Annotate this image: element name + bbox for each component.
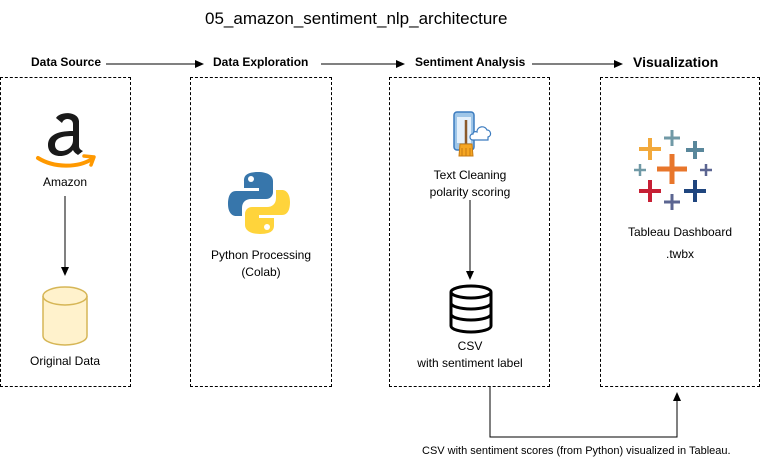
stage-box-data-exploration [190,77,332,387]
stage-box-sentiment-analysis [389,77,550,387]
stage-box-visualization [600,77,760,387]
tableau-line1: Tableau Dashboard [627,225,733,239]
tableau-line2: .twbx [665,247,694,261]
tableau-label: Tableau Dashboard .twbx [610,224,750,263]
csv-label: CSV with sentiment label [400,338,540,372]
original-data-label: Original Data [29,354,101,368]
csv-database-icon [449,284,493,334]
amazon-logo-icon [36,113,96,168]
database-cylinder-icon [42,286,88,346]
text-cleaning-icon [453,111,492,157]
csv-line1: CSV [457,339,483,353]
stage-header-data-source: Data Source [31,55,102,69]
amazon-label: Amazon [42,175,88,189]
stage-header-visualization: Visualization [633,54,719,70]
python-processing-line1: Python Processing [210,248,312,262]
text-cleaning-line1: Text Cleaning [433,168,507,182]
text-cleaning-line2: polarity scoring [429,185,511,199]
python-logo-icon [228,172,290,234]
python-processing-line2: (Colab) [241,265,281,279]
diagram-title: 05_amazon_sentiment_nlp_architecture [205,9,508,28]
stage-header-data-exploration: Data Exploration [213,55,309,69]
csv-line2: with sentiment label [417,356,523,370]
stage-box-data-source [0,77,131,387]
python-processing-label: Python Processing (Colab) [196,247,326,281]
tableau-logo-icon [634,130,712,210]
arrow-csv-to-tableau [489,387,681,438]
text-cleaning-label: Text Cleaning polarity scoring [400,167,540,201]
stage-header-sentiment-analysis: Sentiment Analysis [415,55,526,69]
csv-to-tableau-note: CSV with sentiment scores (from Python) … [422,445,731,457]
